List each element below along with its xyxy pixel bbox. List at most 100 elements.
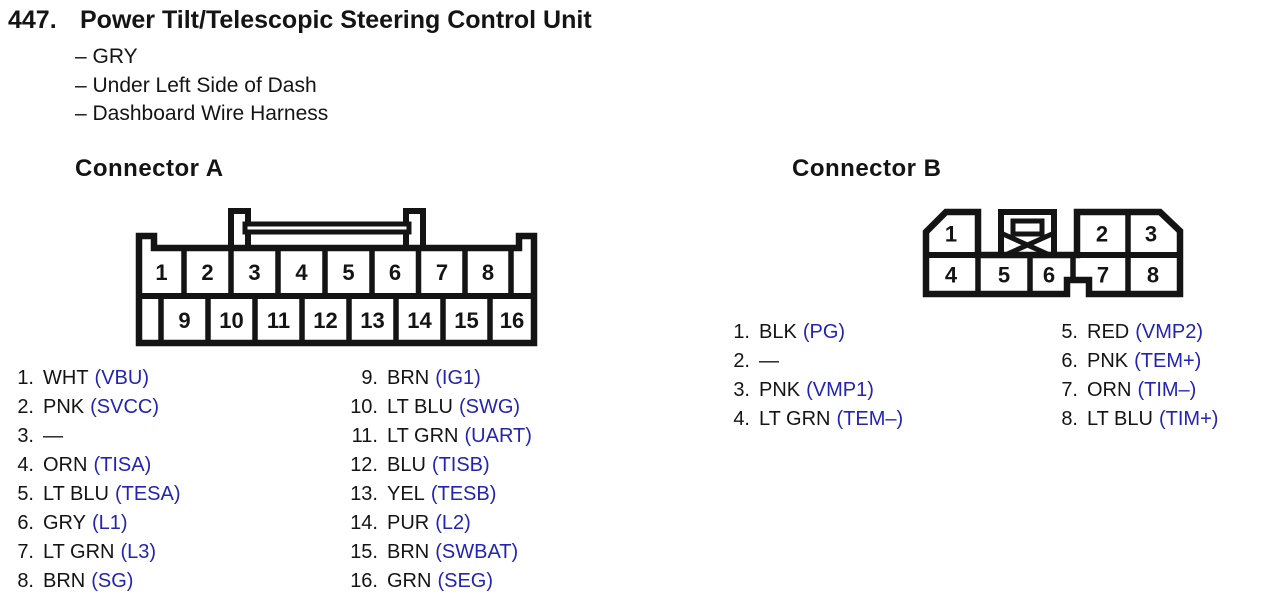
pin-row: 1. BLK (PG): [726, 318, 903, 347]
pin-wire-color: ORN: [1087, 379, 1132, 401]
pin-number: 3.: [17, 425, 34, 447]
pin-signal-name: (IG1): [435, 367, 481, 389]
note-item: – Under Left Side of Dash: [75, 73, 317, 97]
pin-signal-name: (TISB): [431, 454, 490, 476]
connector-b-pin-list-right: 5. RED (VMP2) 6. PNK (TEM+) 7. ORN (TIM–…: [1054, 318, 1218, 434]
pin-signal-name: (SG): [91, 570, 134, 592]
note-item: – GRY: [75, 45, 138, 68]
pin-signal-name: (SWBAT): [435, 541, 519, 563]
pin-signal-name: (UART): [464, 425, 532, 447]
pin-number: 9.: [361, 367, 378, 389]
pin-wire-color: WHT: [43, 367, 89, 389]
page-header: 447. Power Tilt/Telescopic Steering Cont…: [8, 6, 592, 35]
pin-cell-label: 1: [945, 222, 957, 247]
pin-wire-color: YEL: [387, 483, 425, 505]
pin-cell-label: 6: [1043, 263, 1055, 288]
pin-signal-name: (TISA): [93, 454, 152, 476]
pin-row: 2. —: [726, 347, 903, 376]
pin-wire-color: LT GRN: [387, 425, 459, 447]
section-number: 447.: [8, 6, 57, 34]
pin-number: 15.: [350, 541, 378, 563]
pin-row: 5. LT BLU (TESA): [8, 480, 180, 509]
connector-b-diagram: 1 2 3 4 5 6 7 8: [922, 208, 1184, 298]
pin-wire-color: —: [759, 350, 779, 372]
pin-cell-label: 12: [313, 308, 337, 333]
pin-wire-color: LT GRN: [759, 408, 831, 430]
pin-row: 7. LT GRN (L3): [8, 538, 181, 567]
pin-signal-name: (L3): [120, 541, 157, 563]
connector-b-heading: Connector B: [792, 155, 942, 182]
pin-number: 5.: [17, 483, 34, 505]
pin-cell-label: 3: [248, 260, 260, 285]
pin-wire-color: LT BLU: [387, 396, 453, 418]
pin-row: 4. ORN (TISA): [8, 451, 181, 480]
pin-cell-label: 14: [407, 308, 432, 333]
pin-number: 3.: [733, 379, 750, 401]
pin-number: 16.: [350, 570, 378, 592]
pin-number: 8.: [1061, 408, 1078, 430]
pin-wire-color: BRN: [43, 570, 86, 592]
pin-signal-name: (L2): [435, 512, 471, 534]
pin-row: 10. LT BLU (SWG): [345, 393, 532, 422]
pin-cell-label: 8: [1147, 263, 1159, 288]
pin-wire-color: PUR: [387, 512, 430, 534]
pin-cell-label: 11: [267, 308, 290, 333]
pin-row: 16. GRN (SEG): [345, 567, 532, 596]
pin-cell-label: 15: [454, 308, 478, 333]
pin-signal-name: (VMP1): [806, 379, 874, 401]
pin-row: 3. —: [8, 422, 181, 451]
pin-number: 13.: [350, 483, 378, 505]
pin-number: 1.: [733, 321, 750, 343]
latch-bar: [242, 221, 412, 235]
pin-number: 14.: [350, 512, 378, 534]
pin-wire-color: RED: [1087, 321, 1130, 343]
pin-row: 14. PUR (L2): [345, 509, 532, 538]
note-item: – Dashboard Wire Harness: [75, 102, 329, 125]
pin-wire-color: LT BLU: [43, 483, 109, 505]
pin-number: 6.: [17, 512, 34, 534]
pin-number: 6.: [1061, 350, 1078, 372]
pin-number: 8.: [17, 570, 34, 592]
latch-button: [1010, 218, 1045, 237]
pin-number: 7.: [1061, 379, 1078, 401]
pin-number: 4.: [17, 454, 34, 476]
pin-wire-color: BRN: [387, 541, 430, 563]
pin-cell-label: 7: [1097, 263, 1109, 288]
pin-wire-color: —: [43, 425, 63, 447]
pin-wire-color: GRN: [387, 570, 432, 592]
page-title: Power Tilt/Telescopic Steering Control U…: [80, 6, 592, 34]
pin-cell-label: 2: [201, 260, 213, 285]
cell-dividers: [975, 215, 1131, 294]
bottom-cell-dividers: [158, 296, 493, 343]
connector-a-pin-list-right: 9. BRN (IG1) 10. LT BLU (SWG) 11. LT GRN…: [345, 364, 532, 596]
pin-wire-color: PNK: [1087, 350, 1129, 372]
pin-wire-color: ORN: [43, 454, 88, 476]
pin-number: 2.: [17, 396, 34, 418]
pin-number: 7.: [17, 541, 34, 563]
pin-signal-name: (PG): [802, 321, 846, 343]
pin-row: 12. BLU (TISB): [345, 451, 532, 480]
pin-cell-label: 7: [436, 260, 448, 285]
pin-signal-name: (SWG): [458, 396, 521, 418]
connector-b-pin-list-left: 1. BLK (PG) 2. — 3. PNK (VMP1) 4. LT GRN…: [726, 318, 903, 434]
pin-number: 11.: [351, 425, 378, 447]
pin-row: 5. RED (VMP2): [1054, 318, 1218, 347]
pin-row: 1. WHT (VBU): [8, 364, 181, 393]
pin-row: 8. BRN (SG): [8, 567, 181, 596]
connector-a-heading: Connector A: [75, 155, 224, 182]
pin-row: 8. LT BLU (TIM+): [1054, 405, 1218, 434]
pin-cell-label: 6: [389, 260, 401, 285]
pin-cell-label: 10: [219, 308, 243, 333]
connector-a-diagram: 1 2 3 4 5 6 7 8 9 10 11 12 13 14 15 16: [135, 208, 538, 347]
pin-row: 4. LT GRN (TEM–): [726, 405, 903, 434]
pin-signal-name: (TIM–): [1137, 379, 1197, 401]
pin-cell-label: 13: [360, 308, 384, 333]
pin-number: 5.: [1061, 321, 1078, 343]
pin-row: 3. PNK (VMP1): [726, 376, 903, 405]
connector-a-body: [135, 232, 538, 347]
pin-number: 4.: [733, 408, 750, 430]
pin-row: 7. ORN (TIM–): [1054, 376, 1218, 405]
pin-cell-label: 5: [342, 260, 354, 285]
pin-signal-name: (VMP2): [1135, 321, 1204, 343]
pin-cell-label: 2: [1096, 222, 1108, 247]
